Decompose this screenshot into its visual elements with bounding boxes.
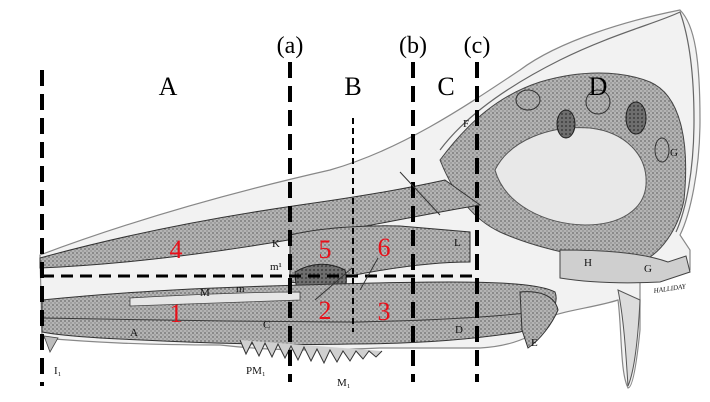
- anat-G-top: G: [670, 147, 678, 159]
- region-C-label: C: [437, 72, 454, 101]
- anat-I1: I₁: [54, 365, 62, 377]
- anat-D: D: [455, 324, 463, 336]
- label-c: (c): [464, 33, 491, 59]
- region-D-label: D: [589, 72, 608, 101]
- region-number-6: 6: [378, 233, 391, 262]
- anat-M1: M₁: [337, 377, 351, 389]
- anat-M: M: [200, 287, 210, 299]
- orbit-opening: [626, 102, 646, 134]
- label-b: (b): [399, 33, 427, 59]
- anat-m-lower: m: [236, 283, 245, 295]
- anat-m-upper: m¹: [270, 261, 282, 273]
- angular-bone: [520, 292, 558, 348]
- region-number-2: 2: [319, 296, 332, 325]
- anat-C: C: [263, 319, 270, 331]
- cranial-foramen-2: [516, 90, 540, 110]
- anat-K: K: [272, 238, 280, 250]
- cranial-foramen-4: [655, 138, 669, 162]
- region-number-5: 5: [319, 235, 332, 264]
- anat-F: F: [463, 118, 469, 130]
- anat-E: E: [531, 337, 538, 349]
- region-number-3: 3: [378, 297, 391, 326]
- anat-G-bottom: G: [644, 263, 652, 275]
- anat-A: A: [130, 327, 138, 339]
- region-number-1: 1: [170, 299, 183, 328]
- incisor-tip: [44, 336, 58, 352]
- region-B-label: B: [344, 72, 361, 101]
- label-a: (a): [277, 33, 304, 59]
- region-number-4: 4: [170, 235, 183, 264]
- artist-signature: HALLIDAY: [652, 282, 687, 295]
- anat-PM1: PM₁: [246, 365, 266, 377]
- anat-L: L: [454, 237, 461, 249]
- anat-H: H: [584, 257, 592, 269]
- cranial-foramen: [557, 110, 575, 138]
- region-A-label: A: [159, 72, 178, 101]
